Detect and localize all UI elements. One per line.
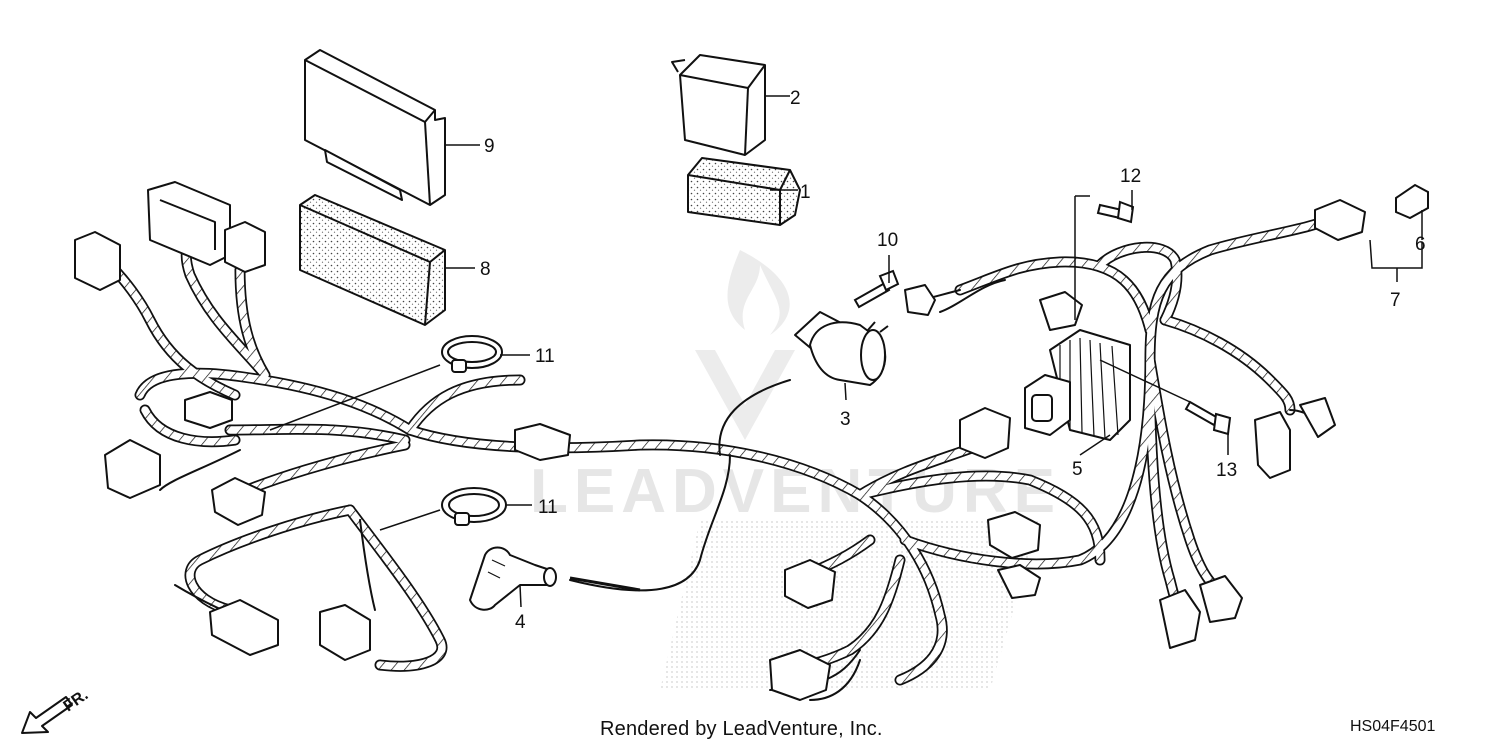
main-multi-connector[interactable] — [147, 181, 231, 266]
connector-small-top[interactable] — [224, 221, 266, 273]
regulator-rectifier[interactable] — [1024, 329, 1131, 441]
connector-terminals[interactable] — [904, 284, 936, 316]
connector-center-low[interactable] — [784, 559, 836, 609]
harness-connectors — [74, 181, 1366, 701]
callout-13[interactable]: 13 — [1216, 460, 1237, 481]
connector-sensor[interactable] — [184, 391, 233, 429]
connector-7[interactable] — [1314, 199, 1366, 241]
connector-right-low[interactable] — [987, 511, 1041, 559]
connector-regulator[interactable] — [1039, 291, 1083, 331]
connector-left-top[interactable] — [74, 231, 121, 291]
main-wire-harness — [104, 209, 1346, 701]
connector-bottom-center[interactable] — [769, 649, 831, 701]
ecm-cover[interactable] — [299, 194, 446, 326]
callout-8[interactable]: 8 — [480, 259, 491, 280]
callout-2[interactable]: 2 — [790, 88, 801, 109]
callout-11-upper[interactable]: 11 — [535, 346, 555, 367]
starter-relay[interactable] — [794, 311, 889, 386]
callout-12[interactable]: 12 — [1120, 166, 1141, 187]
arrow-icon — [21, 696, 73, 734]
connector-6[interactable] — [1395, 183, 1429, 220]
callout-10[interactable]: 10 — [877, 230, 898, 251]
callout-6[interactable]: 6 — [1415, 234, 1426, 255]
main-multi-connector-edge — [159, 199, 216, 250]
callout-11-lower[interactable]: 11 — [538, 497, 558, 518]
callout-numbers: 1 2 3 4 5 6 7 8 9 10 11 11 12 13 — [480, 88, 1426, 633]
bolt-10[interactable] — [853, 269, 900, 309]
relay-cover[interactable] — [687, 157, 801, 226]
connector-right-end[interactable] — [1299, 397, 1336, 438]
connector-right-bottom[interactable] — [1159, 589, 1201, 649]
connector-right-upper[interactable] — [1254, 411, 1291, 479]
connector-bottom-left[interactable] — [209, 599, 279, 656]
connector-right-mid[interactable] — [959, 407, 1011, 459]
connector-right-bottom2[interactable] — [1199, 575, 1243, 623]
callout-3[interactable]: 3 — [840, 409, 851, 430]
callout-7[interactable]: 7 — [1390, 290, 1401, 311]
watermark: LEADVENTURE — [530, 250, 1055, 690]
front-direction-arrow: FR. — [21, 687, 91, 734]
connector-left-lower[interactable] — [211, 477, 266, 526]
callout-9[interactable]: 9 — [484, 136, 495, 157]
relay[interactable] — [671, 54, 766, 156]
ecm-unit[interactable] — [304, 49, 446, 206]
bolt-13[interactable] — [1184, 400, 1232, 436]
callout-5[interactable]: 5 — [1072, 459, 1083, 480]
bolt-12[interactable] — [1096, 200, 1135, 224]
callout-1[interactable]: 1 — [800, 182, 811, 203]
footer-credit: Rendered by LeadVenture, Inc. — [600, 718, 883, 740]
callout-4[interactable]: 4 — [515, 612, 526, 633]
connector-center[interactable] — [514, 423, 571, 461]
diagram-code: HS04F4501 — [1350, 718, 1436, 735]
spark-plug-cap[interactable] — [469, 546, 641, 611]
connector-left-mid[interactable] — [104, 439, 161, 499]
band-clip-lower[interactable] — [441, 487, 507, 526]
connector-bottom-mid[interactable] — [319, 604, 371, 661]
band-clip-upper[interactable] — [441, 335, 503, 373]
connector-right-low2[interactable] — [997, 564, 1041, 599]
leader-lines — [269, 95, 1423, 608]
